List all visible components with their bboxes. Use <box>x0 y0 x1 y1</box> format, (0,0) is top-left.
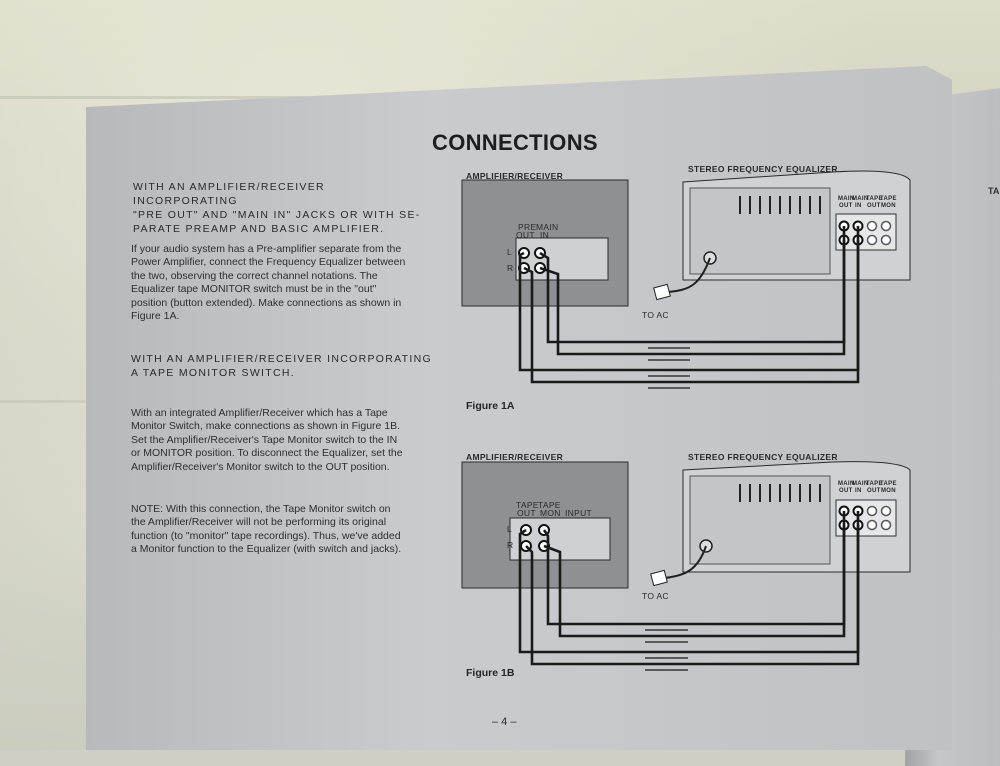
ac-cord <box>667 257 711 293</box>
section2-body: With an integrated Amplifier/Receiver wh… <box>131 407 433 474</box>
eq-jack-label: TAPE <box>880 481 897 487</box>
figure-1b-diagram <box>461 461 911 671</box>
fig1a-channel-r: R <box>507 263 514 273</box>
body-line: position (button extended). Make connect… <box>131 296 402 309</box>
eq-jack-label: IN <box>855 203 862 209</box>
fig1a-equalizer-label: STEREO FREQUENCY EQUALIZER <box>688 164 838 174</box>
body-line: or MONITOR position. To disconnect the E… <box>131 447 403 460</box>
body-line: Monitor Switch, make connections as show… <box>131 420 401 433</box>
fig1a-jack-label: MAIN <box>536 222 559 232</box>
page-title: CONNECTIONS <box>432 130 598 155</box>
eq-jack-label: OUT <box>839 203 853 209</box>
fig1a-jack-label: IN <box>540 230 550 240</box>
jack-eq-tape-out-l <box>866 220 878 232</box>
eq-jack-label: MAIN <box>838 196 855 202</box>
eq-jack-label: MAIN <box>852 481 869 487</box>
eq-jack-label: OUT <box>839 488 853 494</box>
ac-cord <box>663 545 707 579</box>
fig1b-input-label: INPUT <box>565 508 592 518</box>
body-line: Figure 1A. <box>131 310 180 323</box>
jack-eq-tape-out-r <box>866 234 878 246</box>
connection-diagrams <box>461 170 911 671</box>
fig1b-jack-label: TAPE <box>538 500 561 510</box>
body-line: Equalizer tape MONITOR switch must be in… <box>131 283 377 296</box>
signal-arrows <box>648 347 690 389</box>
body-line: NOTE: With this connection, the Tape Mon… <box>131 503 391 515</box>
figure-1a-caption: Figure 1A <box>466 400 515 412</box>
next-page-text: TA <box>988 186 1000 196</box>
jack-eq-tape-out-l <box>866 505 878 517</box>
jack-eq-tape-out-r <box>866 519 878 531</box>
body-line: the two, observing the correct channel n… <box>131 269 378 282</box>
fig1b-channel-l: L <box>507 524 513 534</box>
eq-jack-label: IN <box>855 488 862 494</box>
body-line: a Monitor function to the Equalizer (wit… <box>131 543 402 556</box>
section1-heading: WITH AN AMPLIFIER/RECEIVER INCORPORATING… <box>133 180 433 236</box>
body-line: With an integrated Amplifier/Receiver wh… <box>131 407 388 419</box>
fig1a-amplifier-label: AMPLIFIER/RECEIVER <box>466 171 564 181</box>
fig1a-to-ac: TO AC <box>642 310 669 320</box>
fig1b-channel-r: R <box>507 540 514 550</box>
equalizer-sliders <box>739 196 821 214</box>
ac-plug-icon <box>653 283 671 301</box>
fig1a-channel-l: L <box>507 247 513 257</box>
jack-eq-tape-mon-r <box>880 234 892 246</box>
fig1a-jack-label: OUT <box>516 230 535 240</box>
eq-jack-label: TAPE <box>866 481 883 487</box>
figure-1b-cables <box>518 511 860 666</box>
fig1b-equalizer-label: STEREO FREQUENCY EQUALIZER <box>688 452 838 462</box>
figure-1b-caption: Figure 1B <box>466 667 515 679</box>
fig1b-jack-label: TAPE <box>516 500 539 510</box>
eq-jack-label: TAPE <box>880 196 897 202</box>
heading-line: A TAPE MONITOR SWITCH. <box>131 367 295 379</box>
fig1b-to-ac: TO AC <box>642 591 669 601</box>
section1-body: If your audio system has a Pre-amplifier… <box>131 243 433 323</box>
eq-jack-label: MAIN <box>852 196 869 202</box>
fig1a-jack-label: PRE <box>518 222 537 232</box>
heading-line: PARATE PREAMP AND BASIC AMPLIFIER. <box>133 223 385 235</box>
body-line: Power Amplifier, connect the Frequency E… <box>131 256 406 269</box>
body-line: the Amplifier/Receiver will not be perfo… <box>131 516 387 529</box>
heading-line: "PRE OUT" AND "MAIN IN" JACKS OR WITH SE… <box>133 209 421 221</box>
eq-jack-label: MAIN <box>838 481 855 487</box>
signal-arrows <box>645 629 688 671</box>
fig1b-jack-label: MON <box>540 508 561 518</box>
body-line: Set the Amplifier/Receiver's Tape Monito… <box>131 433 398 446</box>
eq-jack-label: OUT <box>867 203 881 209</box>
note-body: NOTE: With this connection, the Tape Mon… <box>131 503 433 557</box>
quilt-seam <box>0 400 90 403</box>
body-line: function (to "monitor" tape recordings).… <box>131 529 401 542</box>
jack-eq-tape-mon-l <box>880 220 892 232</box>
fig1b-jack-label: OUT <box>517 508 536 518</box>
body-line: If your audio system has a Pre-amplifier… <box>131 243 402 255</box>
amplifier-jack-panel <box>515 237 609 281</box>
ac-plug-icon <box>650 569 668 587</box>
eq-jack-label: MON <box>881 488 896 494</box>
eq-jack-label: OUT <box>867 488 881 494</box>
heading-line: WITH AN AMPLIFIER/RECEIVER INCORPORATING <box>133 181 325 207</box>
eq-jack-label: MON <box>881 203 896 209</box>
figure-1a-cables <box>518 226 860 384</box>
heading-line: WITH AN AMPLIFIER/RECEIVER INCORPORATING <box>131 353 432 365</box>
fig1b-amplifier-label: AMPLIFIER/RECEIVER <box>466 452 564 462</box>
equalizer-sliders <box>739 484 821 502</box>
jack-eq-tape-mon-r <box>880 519 892 531</box>
jack-eq-tape-mon-l <box>880 505 892 517</box>
eq-jack-label: TAPE <box>866 196 883 202</box>
page-number: – 4 – <box>492 716 517 728</box>
body-line: Amplifier/Receiver's Monitor switch to t… <box>131 460 390 473</box>
section2-heading: WITH AN AMPLIFIER/RECEIVER INCORPORATING… <box>131 352 433 380</box>
figure-1a-diagram <box>461 170 911 389</box>
